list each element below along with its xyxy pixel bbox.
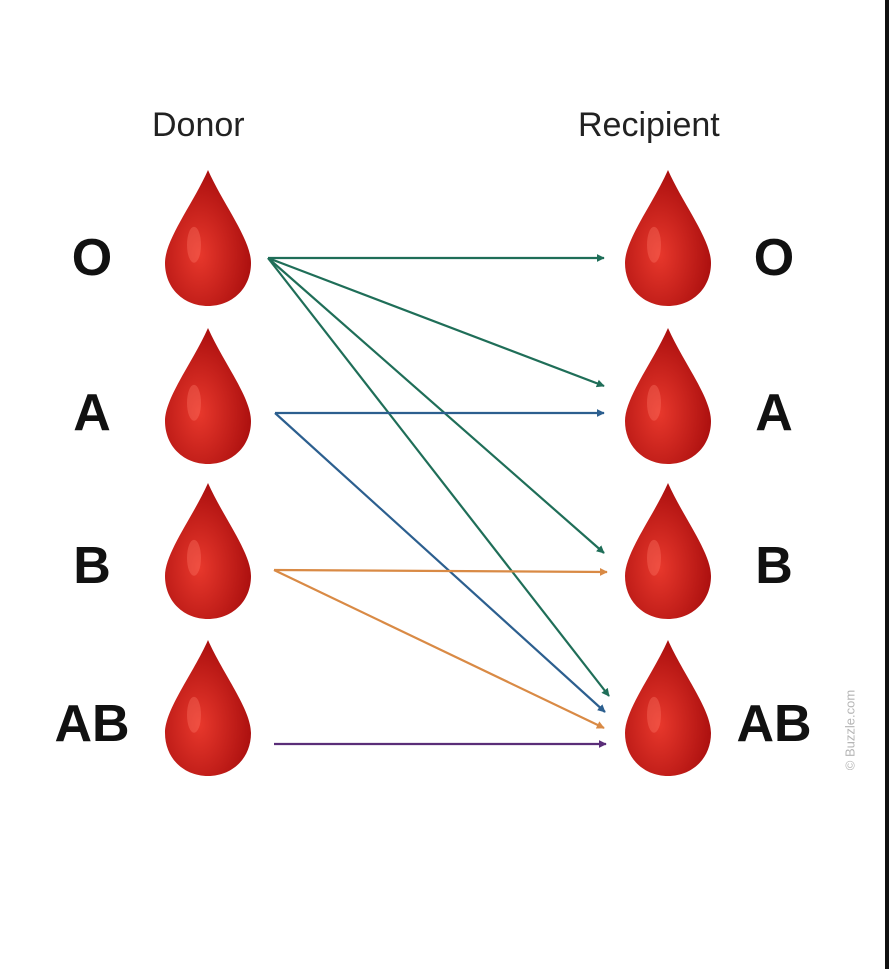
recipient-drop-o	[625, 170, 711, 306]
recipient-label-o: O	[753, 229, 795, 287]
recipient-header: Recipient	[578, 106, 720, 144]
recipient-drop-b	[625, 483, 711, 619]
donor-drop-o	[165, 170, 251, 306]
donor-drop-b	[165, 483, 251, 619]
donor-drop-ab-highlight	[187, 696, 201, 733]
donor-label-b: B	[73, 537, 111, 595]
right-border	[885, 0, 889, 969]
recipient-label-b: B	[755, 537, 793, 595]
blood-drops	[165, 170, 711, 776]
donor-header: Donor	[152, 106, 245, 144]
donor-label-a: A	[73, 384, 111, 442]
recipient-drop-ab	[625, 640, 711, 776]
donor-label-o: O	[71, 229, 113, 287]
donor-drop-a-highlight	[187, 384, 201, 421]
donor-label-ab: AB	[54, 695, 130, 753]
arrow-b-to-b	[273, 567, 608, 576]
compatibility-arrows	[267, 254, 610, 748]
arrow-a-to-ab	[274, 412, 606, 713]
arrow-b-to-ab	[273, 569, 605, 729]
donor-drop-o-highlight	[187, 226, 201, 263]
arrow-o-to-b	[267, 257, 605, 554]
arrow-o-to-ab	[267, 257, 610, 697]
watermark-text: © Buzzle.com	[842, 689, 858, 771]
donor-drop-a	[165, 328, 251, 464]
recipient-drop-a	[625, 328, 711, 464]
recipient-label-a: A	[755, 384, 793, 442]
recipient-drop-a-highlight	[647, 384, 661, 421]
recipient-drop-ab-highlight	[647, 696, 661, 733]
recipient-drop-b-highlight	[647, 539, 661, 576]
arrow-o-to-a	[267, 256, 605, 388]
donor-drop-b-highlight	[187, 539, 201, 576]
recipient-label-ab: AB	[736, 695, 812, 753]
donor-drop-ab	[165, 640, 251, 776]
recipient-drop-o-highlight	[647, 226, 661, 263]
